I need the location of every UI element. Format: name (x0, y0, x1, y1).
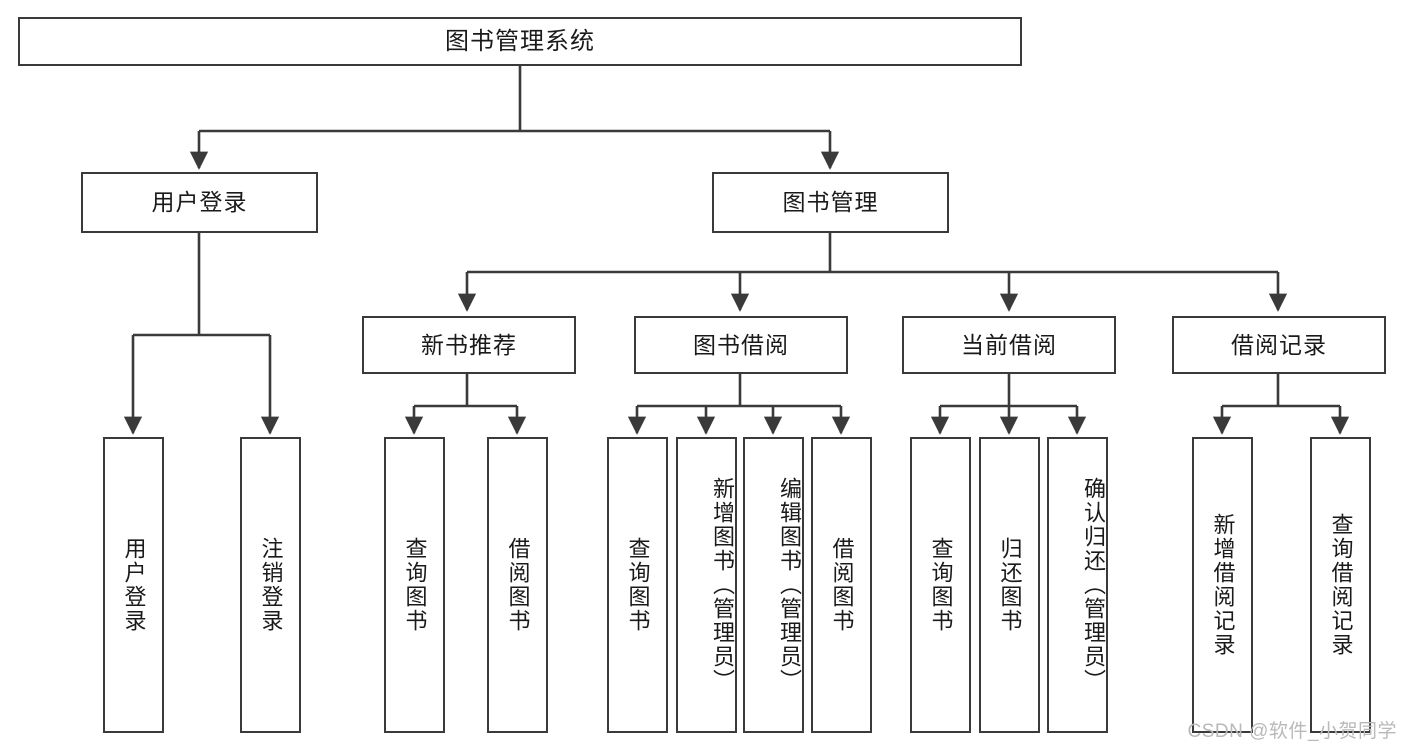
leaf-current-confirm-return-admin[interactable]: 确认归还（管理员） (1047, 437, 1108, 733)
leaf-current-return-book[interactable]: 归还图书 (979, 437, 1040, 733)
node-label: 确认归还（管理员） (1081, 477, 1106, 693)
node-new-book-recommend[interactable]: 新书推荐 (362, 316, 576, 374)
node-label: 编辑图书（管理员） (777, 477, 802, 693)
node-label: 归还图书 (997, 537, 1023, 633)
node-root-system[interactable]: 图书管理系统 (18, 17, 1022, 66)
leaf-user-login-logout[interactable]: 注销登录 (240, 437, 301, 733)
node-label: 新增借阅记录 (1210, 513, 1236, 657)
node-user-login[interactable]: 用户登录 (81, 172, 318, 233)
node-label: 图书借阅 (693, 331, 789, 358)
node-label: 注销登录 (258, 537, 284, 633)
node-book-borrow[interactable]: 图书借阅 (634, 316, 848, 374)
node-label: 用户登录 (151, 189, 248, 216)
node-label: 查询图书 (402, 537, 428, 633)
leaf-borrow-add-book-admin[interactable]: 新增图书（管理员） (676, 437, 737, 733)
leaf-borrow-edit-book-admin[interactable]: 编辑图书（管理员） (743, 437, 804, 733)
node-borrow-record[interactable]: 借阅记录 (1172, 316, 1386, 374)
node-label: 查询借阅记录 (1328, 513, 1354, 657)
node-label: 新增图书（管理员） (710, 477, 735, 693)
node-book-management[interactable]: 图书管理 (712, 172, 949, 233)
node-label: 查询图书 (625, 537, 651, 633)
node-label: 借阅记录 (1231, 331, 1327, 358)
node-label: 用户登录 (121, 537, 147, 633)
leaf-new-book-borrow[interactable]: 借阅图书 (487, 437, 548, 733)
leaf-borrow-query-book[interactable]: 查询图书 (607, 437, 668, 733)
node-label: 借阅图书 (505, 537, 531, 633)
leaf-current-query-book[interactable]: 查询图书 (910, 437, 971, 733)
leaf-user-login-login[interactable]: 用户登录 (103, 437, 164, 733)
node-label: 图书管理 (782, 189, 879, 216)
node-current-borrow[interactable]: 当前借阅 (902, 316, 1116, 374)
node-label: 查询图书 (928, 537, 954, 633)
leaf-borrow-borrow-book[interactable]: 借阅图书 (811, 437, 872, 733)
csdn-watermark: CSDN @软件_小贺同学 (1187, 721, 1397, 742)
node-label: 借阅图书 (829, 537, 855, 633)
node-label: 图书管理系统 (445, 27, 595, 55)
leaf-new-book-query[interactable]: 查询图书 (384, 437, 445, 733)
node-label: 新书推荐 (421, 331, 517, 358)
leaf-record-query-record[interactable]: 查询借阅记录 (1310, 437, 1371, 733)
node-label: 当前借阅 (961, 331, 1057, 358)
leaf-record-add-record[interactable]: 新增借阅记录 (1192, 437, 1253, 733)
